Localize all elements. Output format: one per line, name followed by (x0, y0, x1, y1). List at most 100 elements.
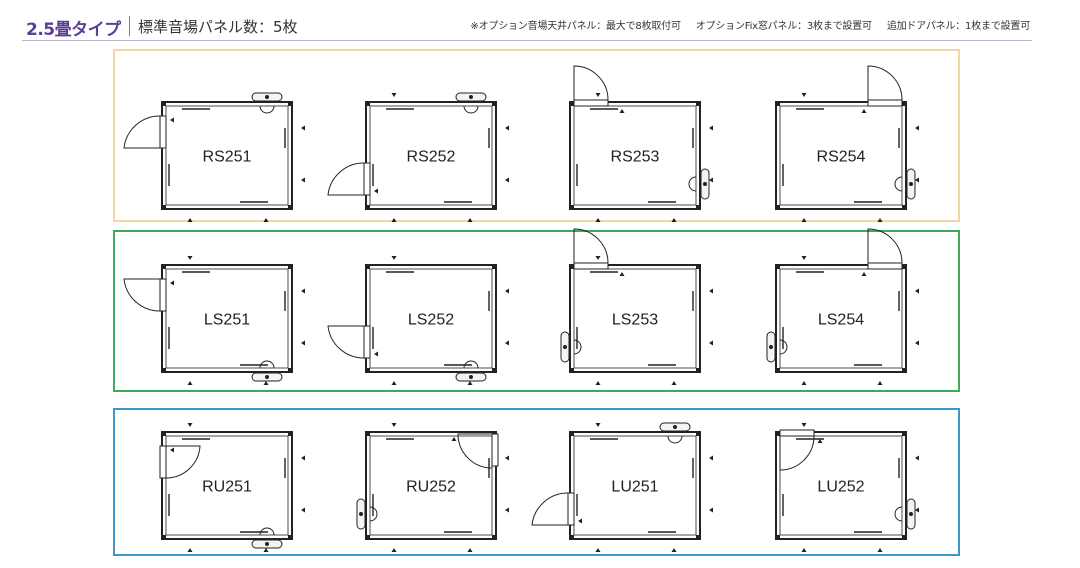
panel-arrow-icon (595, 548, 601, 552)
window-arc (667, 435, 683, 444)
corner-post (775, 368, 780, 373)
door-swing-arc (457, 433, 493, 469)
outer-wall (775, 431, 907, 540)
corner-post (161, 368, 166, 373)
corner-post (902, 368, 907, 373)
window-knob-icon (265, 95, 269, 99)
outer-wall (365, 264, 497, 373)
corner-post (775, 205, 780, 210)
panel-arrow-icon (709, 288, 713, 294)
panel-arrow-icon (187, 256, 193, 260)
panel-arrow-icon (801, 256, 807, 260)
window-knob-icon (673, 425, 677, 429)
panel-arrow-icon (263, 548, 269, 552)
corner-post (161, 205, 166, 210)
panel-arrow-icon (671, 218, 677, 222)
panel-arrow-icon (877, 381, 883, 385)
panel-arrow-icon (391, 381, 397, 385)
corner-post (696, 101, 701, 106)
header-bar: 2.5畳タイプ 標準音場パネル数：5枚 ※オプション音場天井パネル：最大で8枚取… (22, 10, 1032, 41)
panel-arrow-icon (170, 447, 174, 453)
standard-panel-count: 標準音場パネル数：5枚 (138, 18, 298, 36)
panel-arrow-icon (301, 125, 305, 131)
window-arc (894, 506, 903, 522)
room-rs254: RS254 (775, 65, 919, 222)
inner-wall (369, 435, 493, 536)
door-swing-arc (531, 492, 569, 526)
inner-wall (779, 105, 903, 206)
window-knob-icon (359, 512, 363, 516)
panel-arrow-icon (915, 125, 919, 131)
door-swing-arc (573, 65, 609, 101)
window-knob-icon (909, 512, 913, 516)
panel-arrow-icon (915, 288, 919, 294)
corner-post (365, 264, 370, 269)
window-arc (369, 506, 378, 522)
panel-arrow-icon (374, 351, 378, 357)
corner-post (492, 101, 497, 106)
door-frame (159, 115, 167, 149)
option-notes: ※オプション音場天井パネル：最大で8枚取付可 オプションFix窓パネル：3枚まで… (458, 17, 1030, 32)
panel-arrow-icon (187, 423, 193, 427)
window-arc (573, 339, 582, 355)
corner-post (288, 264, 293, 269)
inner-wall (573, 435, 697, 536)
room-rs252: RS252 (327, 92, 509, 222)
panel-arrow-icon (801, 381, 807, 385)
corner-post (569, 264, 574, 269)
window-arc (688, 176, 697, 192)
corner-post (161, 535, 166, 540)
panel-arrow-icon (391, 218, 397, 222)
panel-arrow-icon (467, 218, 473, 222)
corner-post (902, 431, 907, 436)
panel-arrow-icon (595, 381, 601, 385)
panel-arrow-icon (619, 272, 625, 276)
corner-post (696, 205, 701, 210)
room-ls252: LS252 (327, 256, 509, 385)
window-arc (259, 527, 275, 536)
corner-post (902, 535, 907, 540)
door-frame (491, 433, 499, 467)
panel-arrow-icon (187, 381, 193, 385)
corner-post (365, 368, 370, 373)
panel-arrow-icon (170, 280, 174, 286)
outer-wall (365, 431, 497, 540)
room-ls253: LS253 (560, 228, 713, 385)
window-knob-icon (469, 95, 473, 99)
corner-post (288, 368, 293, 373)
ls-type-row-box (113, 230, 960, 392)
panel-arrow-icon (595, 256, 601, 260)
panel-arrow-icon (801, 423, 807, 427)
panel-arrow-icon (671, 381, 677, 385)
door-frame (779, 429, 815, 437)
corner-post (696, 535, 701, 540)
corner-post (161, 101, 166, 106)
panel-arrow-icon (467, 548, 473, 552)
panel-arrow-icon (505, 455, 509, 461)
panel-arrow-icon (263, 381, 269, 385)
room-ls251: LS251 (123, 256, 305, 385)
door-frame (567, 492, 575, 526)
inner-wall (165, 105, 289, 206)
panel-arrow-icon (505, 125, 509, 131)
window-arc (259, 105, 275, 114)
door-frame (867, 99, 903, 107)
corner-post (569, 205, 574, 210)
window-arc (463, 105, 479, 114)
panel-arrow-icon (915, 507, 919, 513)
panel-arrow-icon (801, 548, 807, 552)
door-swing-arc (867, 65, 903, 101)
corner-post (902, 101, 907, 106)
room-label: LS253 (612, 312, 658, 329)
door-frame (363, 325, 371, 359)
room-label: LU252 (817, 479, 864, 496)
corner-post (365, 431, 370, 436)
room-label: RS252 (407, 149, 456, 166)
corner-post (569, 431, 574, 436)
door-frame (867, 262, 903, 270)
panel-arrow-icon (877, 548, 883, 552)
panel-arrow-icon (709, 177, 713, 183)
room-label: RS253 (611, 149, 660, 166)
corner-post (775, 101, 780, 106)
